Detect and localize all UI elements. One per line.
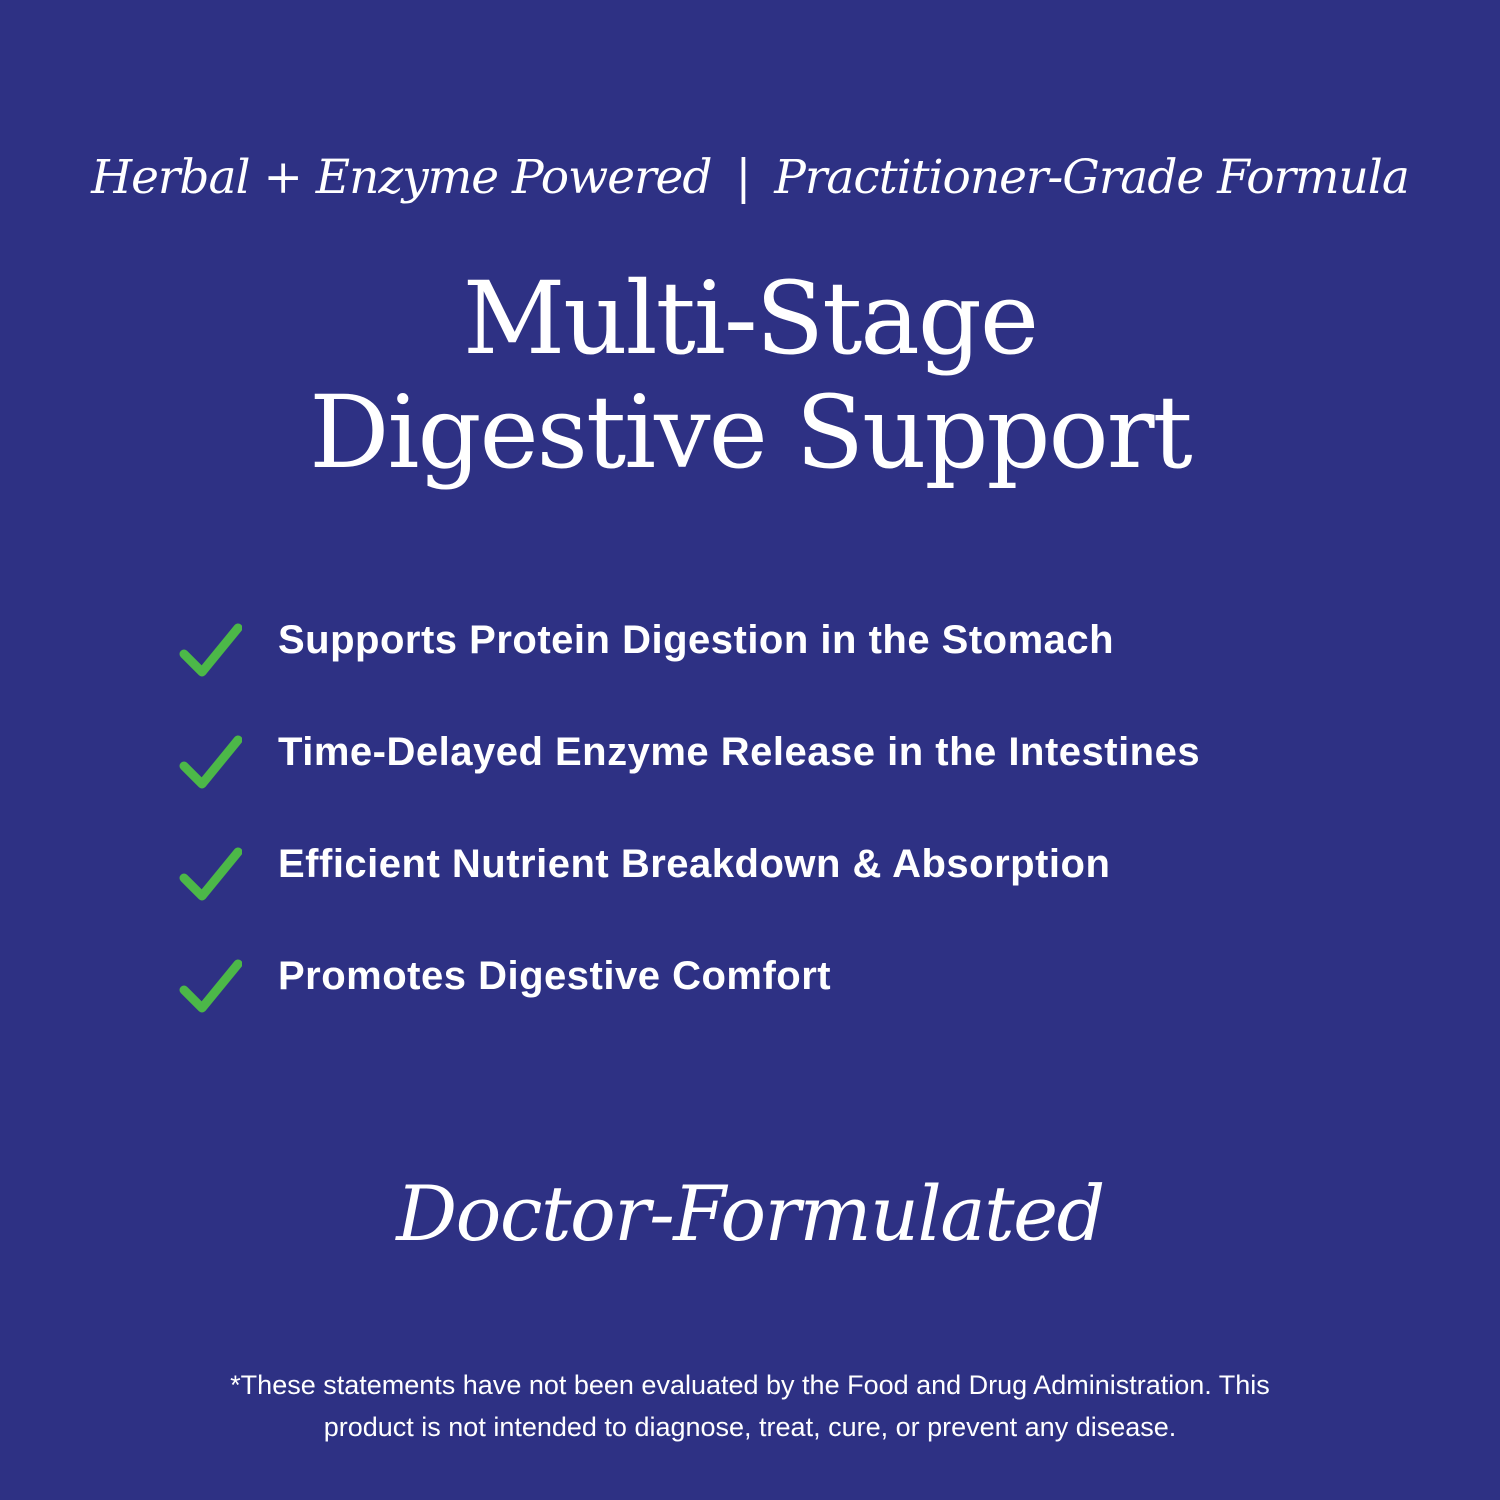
headline: Multi-Stage Digestive Support [0, 262, 1500, 490]
disclaimer-line-2: product is not intended to diagnose, tre… [323, 1412, 1177, 1442]
fda-disclaimer: *These statements have not been evaluate… [0, 1364, 1500, 1448]
tagline-separator: | [735, 150, 751, 205]
benefit-item: Efficient Nutrient Breakdown & Absorptio… [178, 832, 1200, 944]
benefit-list: Supports Protein Digestion in the Stomac… [178, 608, 1200, 1056]
tagline-right: Practitioner-Grade Formula [774, 150, 1410, 205]
check-icon [179, 735, 242, 789]
benefit-item: Time-Delayed Enzyme Release in the Intes… [178, 720, 1200, 832]
benefit-text: Promotes Digestive Comfort [278, 954, 832, 998]
benefit-item: Supports Protein Digestion in the Stomac… [178, 608, 1200, 720]
disclaimer-line-1: *These statements have not been evaluate… [230, 1370, 1270, 1400]
benefit-item: Promotes Digestive Comfort [178, 944, 1200, 1056]
benefit-text: Time-Delayed Enzyme Release in the Intes… [278, 730, 1201, 774]
headline-line-1: Multi-Stage [462, 260, 1039, 377]
doctor-formulated-signoff: Doctor-Formulated [396, 1169, 1105, 1258]
tagline-left: Herbal + Enzyme Powered [91, 150, 712, 205]
benefit-text: Supports Protein Digestion in the Stomac… [278, 618, 1115, 662]
tagline: Herbal + Enzyme Powered | Practitioner-Gra… [0, 146, 1500, 210]
headline-line-2: Digestive Support [309, 374, 1192, 491]
check-icon [179, 959, 242, 1013]
check-icon [179, 847, 242, 901]
benefit-text: Efficient Nutrient Breakdown & Absorptio… [278, 842, 1111, 886]
check-icon [179, 623, 242, 677]
